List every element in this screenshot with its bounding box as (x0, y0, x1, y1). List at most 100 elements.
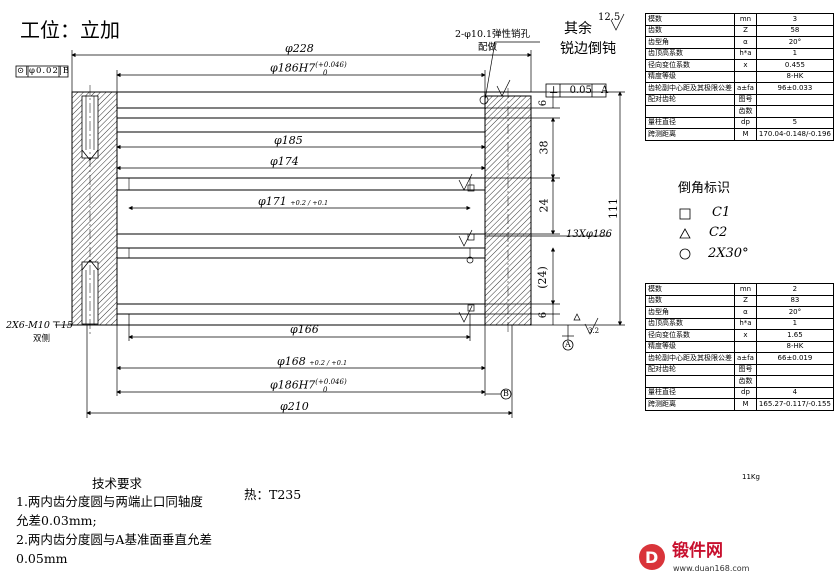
gt-top-cell: 齿数 (645, 24, 735, 37)
tech-line4: 0.05mm (16, 551, 68, 566)
dim-d186h7-bot-text: φ186H7 (270, 378, 316, 392)
gt-bot-row: 精度等级 8-HK (645, 340, 834, 353)
gt-top-row: 配对齿轮图号 (645, 93, 834, 106)
gt-bot-cell: M (734, 398, 757, 411)
dim-h24: 24 (537, 198, 551, 213)
gt-bot-cell: 跨测距离 (645, 398, 735, 411)
coaxiality-flag: ⊙|φ0.02|B (17, 67, 70, 76)
gt-bot-cell: 量柱直径 (645, 386, 735, 399)
gt-bot-cell: 径向变位系数 (645, 329, 735, 342)
both-sides-note: 双侧 (33, 334, 51, 344)
dim-d186h7-top: φ186H7(+0.046) (270, 61, 347, 75)
datum-a-label: A (565, 340, 571, 349)
section-drawing (15, 13, 691, 418)
gt-top-cell: 96±0.033 (755, 82, 834, 95)
pin-note-line1: 2-φ10.1弹性销孔 (455, 29, 531, 40)
page-title: 工位：立加 (20, 18, 120, 42)
watermark-url: www.duan168.com (673, 564, 750, 573)
perp-datum: A (601, 85, 609, 96)
perpendicularity-flag: ⊥ 0.05 A (549, 86, 608, 96)
gt-bot-cell: 165.27-0.117/-0.155 (755, 398, 834, 411)
gt-top-cell: x (734, 59, 757, 72)
dim-d171-text: φ171 (258, 195, 287, 208)
gt-top-cell: h*a (734, 47, 757, 60)
gt-top-cell: 跨测距离 (645, 128, 735, 141)
gt-top-cell: 1 (755, 47, 834, 60)
screw-label: 2X6-M10 (6, 320, 50, 331)
watermark-name: 锻件网 (672, 541, 723, 561)
dim-d166: φ166 (290, 323, 319, 336)
tol-top-lower: 0 (323, 69, 328, 77)
gt-top-cell: dp (734, 116, 757, 129)
gt-bot-cell: 齿数 (645, 294, 735, 307)
gt-bot-cell: 齿数 (734, 375, 757, 388)
dim-d168: φ168 +0.2 / +0.1 (277, 356, 347, 367)
gt-top-cell: 0.455 (755, 59, 834, 72)
gt-top-cell: 模数 (645, 13, 735, 26)
gt-bot-cell: dp (734, 386, 757, 399)
gt-bot-cell: h*a (734, 317, 757, 330)
gt-top-cell: a±fa (734, 82, 757, 95)
gt-top-cell: Z (734, 24, 757, 37)
gt-top-cell: 齿顶高系数 (645, 47, 735, 60)
roughness-a: 3.2 (588, 327, 600, 335)
tech-title: 技术要求 (92, 476, 143, 491)
gt-top-cell: 20° (755, 36, 834, 49)
pin-note-line2: 配做 (478, 42, 498, 53)
gt-top-cell: 配对齿轮 (645, 93, 735, 106)
dim-d228: φ228 (285, 42, 314, 55)
gt-top-cell: mn (734, 13, 757, 26)
datum-b-label: B (503, 389, 509, 398)
gt-bot-cell: x (734, 329, 757, 342)
gt-top-cell (734, 70, 757, 83)
chamfer-c1: C1 (712, 205, 731, 220)
gt-bot-cell (645, 375, 735, 388)
dim-h6-top: 6 (538, 99, 550, 107)
corner-note-line1: 其余 (564, 21, 592, 37)
gt-bot-cell: 精度等级 (645, 340, 735, 353)
dim-h24b: (24) (535, 266, 549, 289)
dim-h6-bot: 6 (538, 311, 550, 319)
tech-line1: 1.两内齿分度圆与两端止口同轴度 (16, 494, 203, 509)
gt-bot-cell (755, 363, 834, 376)
heat-treatment: 热：T235 (244, 487, 302, 502)
tol-bot: +0.046 (318, 378, 344, 386)
dim-d168-tol: +0.2 / +0.1 (309, 359, 348, 367)
gt-bot-row: 齿数 (645, 375, 834, 388)
dim-d185: φ185 (274, 134, 303, 147)
gt-bot-cell: 4 (755, 386, 834, 399)
roughness-general: 12.5 (598, 12, 621, 23)
tech-line3: 2.两内齿分度圆与A基准面垂直允差 (16, 532, 212, 547)
gt-bot-cell (755, 375, 834, 388)
gt-bot-cell: 20° (755, 306, 834, 319)
dim-h111: 111 (607, 198, 620, 219)
dim-d171: φ171 +0.2 / +0.1 (258, 196, 328, 207)
gt-top-cell: 精度等级 (645, 70, 735, 83)
gt-top-cell: 齿数 (734, 105, 757, 118)
tol-top: +0.046 (318, 61, 344, 69)
gt-bot-cell: 8-HK (755, 340, 834, 353)
screw-depth: 15 (60, 320, 73, 331)
dim-d168-text: φ168 (277, 355, 306, 368)
gt-bot-cell: 模数 (645, 283, 735, 296)
gt-top-cell: 量柱直径 (645, 116, 735, 129)
gt-top-cell (755, 105, 834, 118)
tech-line2: 允差0.03mm; (16, 513, 97, 528)
weight-label: 11Kg (742, 473, 760, 481)
chamfer-2x30: 2X30° (708, 246, 749, 261)
